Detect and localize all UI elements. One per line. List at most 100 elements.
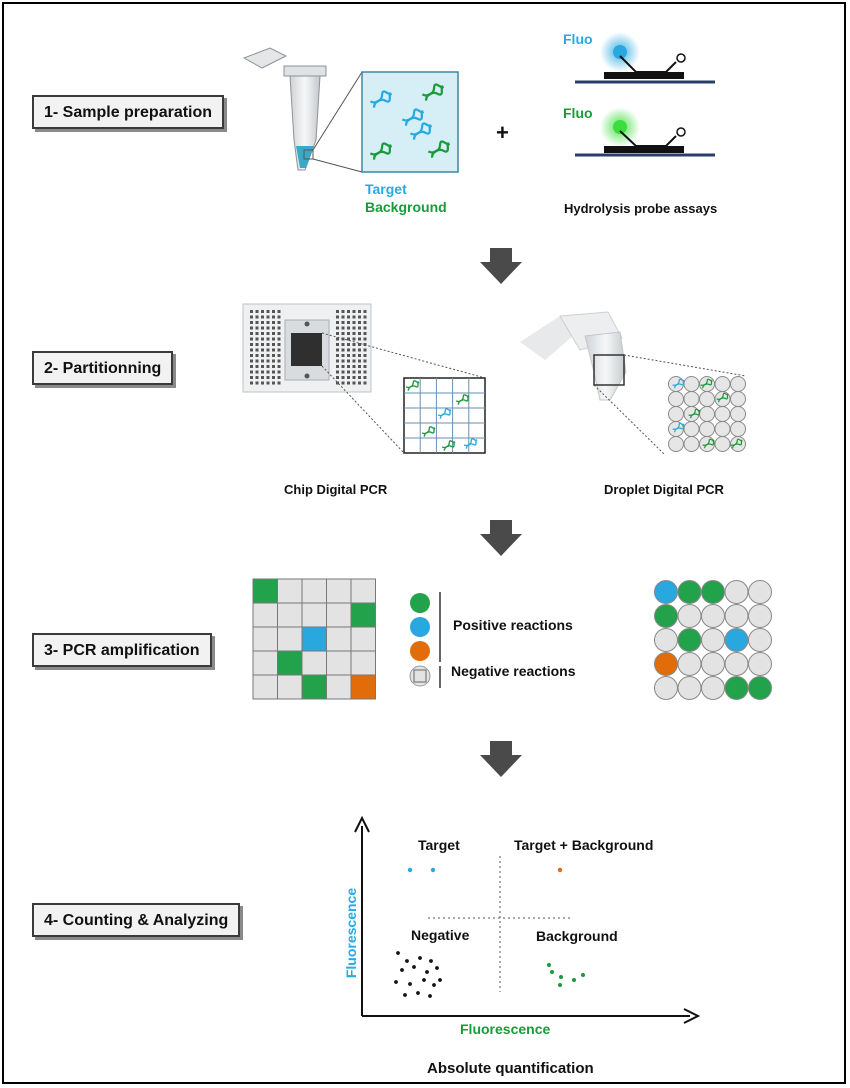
dna-icon [421, 426, 436, 437]
reaction-cell [301, 578, 327, 604]
chip-well [277, 381, 281, 385]
droplet-reaction [677, 604, 702, 628]
chip-well [255, 359, 259, 363]
droplet [683, 376, 700, 392]
chip-well [266, 381, 270, 385]
scatter-point-negative [412, 965, 416, 969]
chip-well [255, 354, 259, 357]
chip-well [250, 370, 253, 374]
chip-well [261, 310, 264, 313]
dna-icon [441, 440, 456, 451]
step-1-sample-preparation: 1- Sample preparation [32, 95, 225, 129]
chip-well [261, 332, 264, 335]
droplet-reaction [654, 676, 678, 700]
chip-well [358, 370, 361, 374]
dna-icon [455, 394, 470, 405]
step-2-partitioning: 2- Partitionning [32, 351, 174, 385]
chip-well [336, 359, 339, 363]
chip-well [261, 321, 264, 324]
droplet-reaction [701, 652, 725, 676]
chip-well [261, 315, 264, 319]
dna-icon [405, 380, 420, 391]
chip-well [347, 310, 350, 313]
background-label: Background [365, 199, 447, 215]
chip-well [363, 365, 367, 368]
chip-caption: Chip Digital PCR [284, 482, 388, 497]
chip-well [277, 315, 281, 319]
chip-well [255, 381, 259, 385]
scatter-point-target-background [557, 867, 563, 873]
chip-well [347, 365, 350, 368]
chip-well [341, 315, 345, 319]
chip-well [266, 332, 270, 335]
chip-well [352, 332, 356, 335]
step-4-counting-analyzing: 4- Counting & Analyzing [32, 903, 241, 937]
scatter-point-negative [425, 970, 429, 974]
droplet-reaction [724, 604, 749, 628]
droplet [699, 406, 715, 422]
scatter-point-negative [416, 991, 420, 995]
chip-well [272, 343, 275, 346]
plus-sign: + [496, 120, 509, 145]
dna-icon [463, 438, 478, 449]
scatter-point-negative [435, 966, 439, 970]
chip-well [341, 370, 345, 374]
dna-icon [672, 422, 685, 433]
probe-caption: Hydrolysis probe assays [564, 201, 718, 216]
y-axis-label: Fluorescence [343, 887, 359, 979]
dna-molecules [369, 83, 451, 160]
reaction-cell [252, 602, 278, 628]
scatter-point-negative [432, 983, 436, 987]
droplet-reaction [677, 676, 702, 700]
chip-well [352, 343, 356, 346]
chip-well [266, 310, 270, 313]
target-label: Target [365, 181, 407, 197]
chip-well [255, 376, 259, 379]
droplet-reaction [724, 580, 749, 604]
reaction-cell [252, 578, 278, 604]
chip-well [358, 381, 361, 385]
chip-well [255, 343, 259, 346]
scatter-point-negative [418, 956, 422, 960]
step-3-pcr-amplification: 3- PCR amplification [32, 633, 212, 667]
chip-well [250, 332, 253, 335]
chip-well [336, 337, 339, 341]
dna-icon [421, 83, 445, 101]
quadrant-target-background-label: Target + Background [514, 837, 654, 853]
down-arrow-icon [480, 248, 522, 777]
chip-well [341, 332, 345, 335]
chip-well [266, 343, 270, 346]
probe-green-icon [575, 107, 715, 157]
chip-well [261, 381, 264, 385]
chip-well [363, 348, 367, 352]
reaction-cell [326, 674, 352, 700]
chip-well [336, 321, 339, 324]
scatter-point-target [407, 867, 413, 873]
chip-well [255, 332, 259, 335]
chip-well [363, 315, 367, 319]
chip-well [352, 354, 356, 357]
chip-well [261, 365, 264, 368]
dna-icon [730, 438, 743, 449]
scatter-point-background [572, 978, 576, 982]
chip-well [261, 376, 264, 379]
dna-icon [437, 408, 452, 419]
droplet [699, 391, 715, 407]
droplet-reaction [701, 580, 725, 604]
droplet [714, 406, 731, 422]
chip-well [250, 381, 253, 385]
reaction-cell [326, 650, 352, 676]
chip-well [336, 310, 339, 313]
chip-well [352, 376, 356, 379]
droplet-reaction [701, 676, 725, 700]
chip-well [347, 354, 350, 357]
chip-well [341, 326, 345, 330]
chip-well [261, 343, 264, 346]
droplet-reaction [677, 580, 702, 604]
chip-well [363, 326, 367, 330]
scatter-point-negative [428, 994, 432, 998]
chip-well [336, 376, 339, 379]
chip-well [272, 326, 275, 330]
